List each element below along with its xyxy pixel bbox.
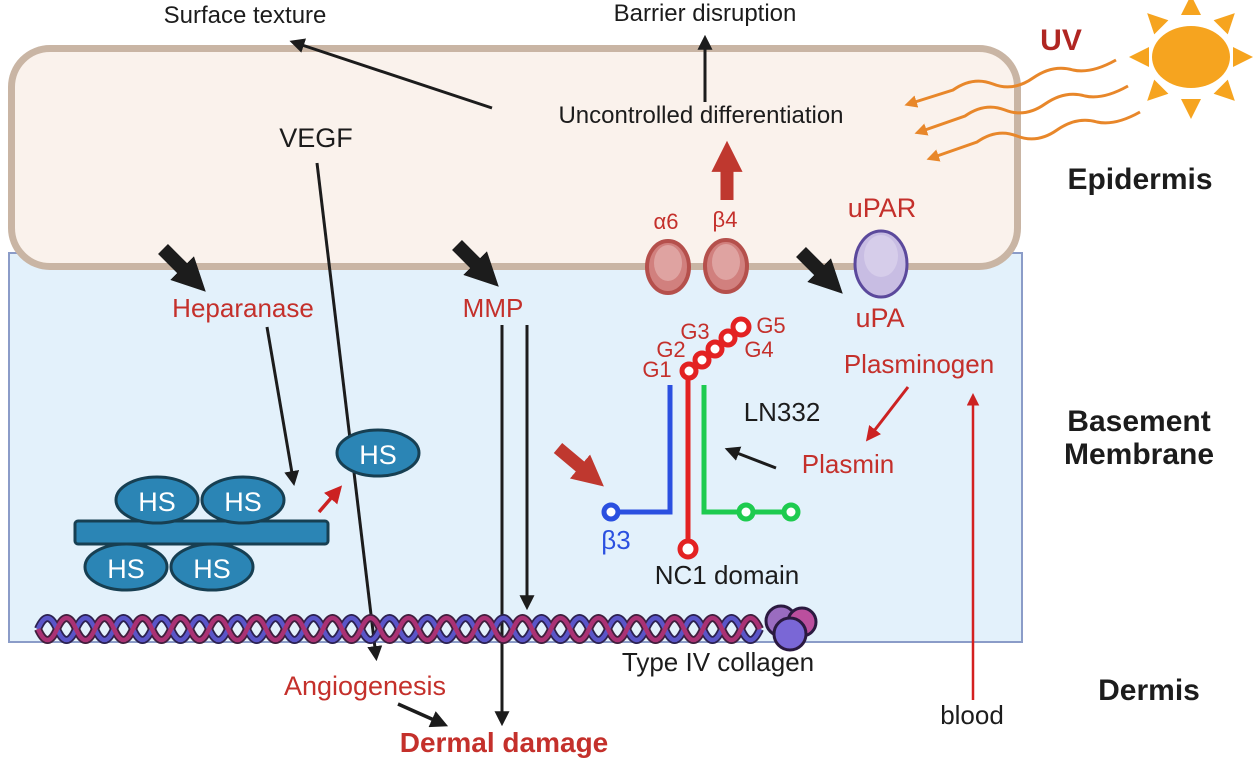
collagen-nc1-cluster bbox=[764, 604, 818, 652]
hs-label: HS bbox=[359, 440, 397, 470]
type-iv-collagen-label: Type IV collagen bbox=[621, 647, 815, 677]
basement-label-line1: Basement bbox=[1067, 405, 1211, 438]
red-block-arrow-laminin bbox=[553, 443, 604, 487]
angiogenesis-label: Angiogenesis bbox=[283, 671, 447, 701]
hs-label: HS bbox=[224, 487, 262, 517]
uv-label: UV bbox=[1040, 24, 1082, 57]
heparanase-label: Heparanase bbox=[172, 293, 314, 323]
basement-membrane-layer-label: Basement Membrane bbox=[1030, 405, 1248, 471]
chevron-arrow-upa bbox=[796, 247, 843, 294]
chevron-arrow-mmp bbox=[452, 240, 499, 287]
g5-label: G5 bbox=[756, 313, 786, 338]
vegf-arrow bbox=[315, 162, 383, 662]
plasminogen-to-plasmin-arrow bbox=[865, 386, 910, 442]
sun-icon bbox=[1129, 0, 1253, 119]
upar-receptor-oval bbox=[853, 229, 909, 299]
g4-label: G4 bbox=[744, 337, 774, 362]
basement-label-line2: Membrane bbox=[1063, 438, 1215, 471]
arrow-to-surface-texture bbox=[289, 38, 493, 110]
laminin-gamma-chain bbox=[701, 385, 795, 515]
uncontrolled-differentiation-label: Uncontrolled differentiation bbox=[558, 102, 844, 129]
beta4-label: β4 bbox=[712, 207, 738, 232]
upar-label: uPAR bbox=[847, 193, 917, 223]
ln332-label: LN332 bbox=[743, 397, 821, 427]
chevron-arrow-heparanase bbox=[158, 244, 206, 292]
uv-wave-arrows bbox=[904, 58, 1141, 162]
g1-label: G1 bbox=[642, 357, 672, 382]
laminin-ln332-structure bbox=[601, 316, 801, 560]
alpha6-label: α6 bbox=[653, 209, 679, 234]
epidermis-layer-label: Epidermis bbox=[1067, 163, 1213, 196]
heparanase-arrow bbox=[265, 326, 300, 487]
vegf-label: VEGF bbox=[279, 123, 353, 153]
plasmin-label: Plasmin bbox=[801, 449, 895, 479]
integrin-alpha6-oval bbox=[645, 239, 691, 295]
dermal-damage-label: Dermal damage bbox=[399, 727, 609, 758]
g3-label: G3 bbox=[680, 319, 710, 344]
hs-label: HS bbox=[193, 554, 231, 584]
hs-oval bbox=[83, 542, 169, 592]
beta3-label: β3 bbox=[601, 525, 631, 555]
angiogenesis-to-dermal-damage-arrow bbox=[397, 702, 449, 728]
barrier-disruption-label: Barrier disruption bbox=[613, 0, 797, 27]
hs-label: HS bbox=[138, 487, 176, 517]
laminin-beta3-chain bbox=[618, 385, 673, 515]
plasmin-cleavage-arrow bbox=[724, 446, 777, 470]
epidermis-layer bbox=[8, 45, 1021, 270]
hs-label: HS bbox=[107, 554, 145, 584]
hs-oval-released bbox=[335, 428, 421, 478]
plasminogen-label: Plasminogen bbox=[843, 349, 995, 379]
g2-label: G2 bbox=[656, 337, 686, 362]
hs-release-red-arrow bbox=[317, 485, 343, 514]
blood-label: blood bbox=[940, 700, 1004, 730]
hs-oval bbox=[169, 542, 255, 592]
upa-label: uPA bbox=[855, 303, 905, 333]
dermis-layer-label: Dermis bbox=[1098, 674, 1200, 707]
collagen-helix bbox=[34, 604, 818, 652]
integrin-beta4-oval bbox=[703, 238, 749, 294]
mmp-label: MMP bbox=[462, 293, 524, 323]
hs-proteoglycan-complex: HS HS HS HS HS bbox=[73, 428, 421, 592]
nc1-domain-label: NC1 domain bbox=[654, 560, 800, 590]
surface-texture-label: Surface texture bbox=[163, 2, 327, 29]
hs-oval bbox=[200, 475, 286, 525]
g-domain-chain bbox=[679, 316, 752, 381]
hs-oval bbox=[114, 475, 200, 525]
